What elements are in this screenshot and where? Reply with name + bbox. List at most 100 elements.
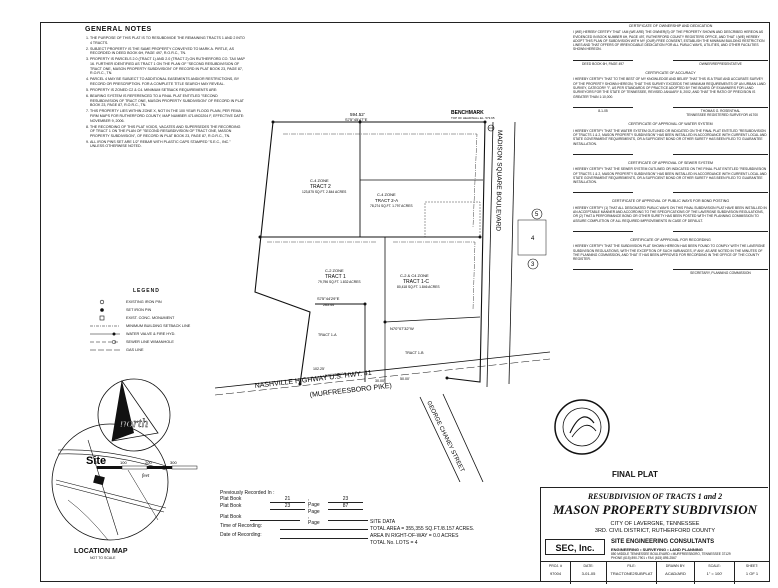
date-blank[interactable] — [280, 532, 368, 539]
final-plat-label: FINAL PLAT — [612, 470, 658, 479]
legend-label: SET IRON PIN — [126, 308, 152, 312]
water-line-icon — [90, 332, 120, 336]
general-note: PARCEL 4 MAY BE SUBJECT TO ADDITIONAL EA… — [90, 77, 245, 86]
file-label: FILE: — [627, 564, 636, 568]
dimension-bottom: 30.00' — [375, 379, 385, 383]
certificate-title: CERTIFICATE OF APPROVAL OF SEWER SYSTEM — [628, 160, 713, 165]
general-notes-title: GENERAL NOTES — [85, 26, 152, 33]
legend-row: MINIMUM BUILDING SETBACK LINE — [88, 322, 238, 330]
general-note: THIS PROPERTY LIES WITHIN ZONE X, NOT IN… — [90, 109, 245, 123]
scale-value: 1" = 100' — [706, 571, 723, 576]
legend-row: WATER VALVE & FIRE HYD. — [88, 330, 238, 338]
certificate-signature[interactable] — [673, 192, 768, 194]
set-iron-pin-icon — [100, 308, 104, 312]
certificate-signature[interactable]: OWNER/REPRESENTATIVE — [673, 59, 768, 66]
certificate-date[interactable]: 8-1-05 — [573, 106, 633, 113]
location-map-title: LOCATION MAP — [74, 548, 128, 555]
bearing-bottom: N72°49'29"W — [325, 372, 347, 378]
site-data-block: SITE DATA TOTAL AREA = 355,355 SQ.FT./8.… — [370, 519, 474, 547]
certificate-title: CERTIFICATE OF APPROVAL OF PUBLIC WAYS F… — [611, 199, 730, 204]
drawn-cell: DRAWN BY:ACAD/ARD — [657, 562, 695, 584]
certificate-signature-row — [573, 148, 768, 156]
gas-line-icon — [90, 349, 120, 351]
plat-book-blank[interactable] — [250, 514, 300, 521]
time-blank[interactable] — [280, 523, 368, 530]
title-line-3: CITY OF LAVERGNE, TENNESSEE — [610, 521, 700, 527]
certificate-signature-row: 8-1-05 THOMAS G. ROSENTHAL — [573, 101, 768, 113]
general-note: PROPERTY IS ZONED C2 & C4. MINIMUM SETBA… — [90, 88, 245, 93]
legend-label: WATER VALVE & FIRE HYD. — [126, 332, 176, 336]
scale-cell: SCALE:1" = 100' — [695, 562, 735, 584]
certificate-signature[interactable]: THOMAS G. ROSENTHAL — [673, 106, 768, 113]
plat-book-label: Plat Book — [220, 514, 242, 520]
drawn-value: ACAD/ARD — [665, 571, 686, 576]
general-notes-list: THE PURPOSE OF THIS PLAT IS TO RESUBDIVI… — [82, 36, 245, 151]
sheet-label: SHEET: — [745, 564, 759, 568]
sheet-cell: SHEET: 1 OF 1 — [735, 562, 769, 584]
certificate-title: CERTIFICATE OF ACCURACY — [645, 71, 696, 76]
sheet-value: 1 OF 1 — [745, 571, 759, 576]
certificate-date[interactable] — [573, 230, 633, 233]
certificate-signature[interactable]: SECRETARY, PLANNING COMMISSION — [673, 269, 768, 275]
prev-rec-row: Plat Book 21 , Page 23 — [220, 496, 363, 508]
tract-name: TRACT 1 — [325, 274, 346, 280]
certificate-date[interactable] — [573, 269, 633, 275]
bearing-inner: S75°44'29"E — [317, 296, 340, 301]
general-note: THE PURPOSE OF THIS PLAT IS TO RESUBDIVI… — [90, 36, 245, 45]
company-services: ENGINEERING • SURVEYING • LAND PLANNING — [611, 547, 703, 552]
site-data-row-area: AREA IN RIGHT-OF-WAY = 0.0 ACRES — [370, 533, 459, 539]
plat-book-row: Plat Book , Page — [220, 514, 368, 526]
certificate-signature-title: TENNESSEE REGISTERED SURVEYOR #1700 — [686, 113, 758, 118]
company-name: SITE ENGINEERING CONSULTANTS — [611, 539, 715, 545]
prev-rec-book: 21 — [270, 496, 305, 503]
prev-rec-page-label: , Page — [308, 503, 320, 515]
surveyor-seal-icon — [554, 399, 610, 455]
bearing-mid: N70°07'32"W — [390, 326, 414, 331]
tract-zone: C-2 & C4 ZONE — [400, 273, 429, 278]
time-label: Time of Recording: — [220, 523, 263, 529]
certificate-signature[interactable] — [673, 153, 768, 156]
certificate-signature[interactable] — [673, 230, 768, 233]
certificate-signature-row: DEED BOOK 6H, PAGE 497 OWNER/REPRESENTATI… — [573, 54, 768, 66]
certificate-date[interactable] — [573, 192, 633, 194]
prev-rec-label: Plat Book — [220, 503, 242, 509]
legend-label: MINIMUM BUILDING SETBACK LINE — [126, 324, 191, 328]
legend-row: SET IRON PIN — [88, 306, 238, 314]
prev-rec-page-label: , Page — [308, 496, 320, 508]
dimension-top: 594.52' — [350, 112, 365, 117]
tract-area: 123,875 SQ.FT. 2.844 ACRES — [302, 190, 347, 194]
legend-row: SEWER LINE W/MANHOLE — [88, 338, 238, 346]
legend-label: EXIST. CONC. MONUMENT — [126, 316, 175, 320]
general-note: SUBJECT PROPERTY IS THE SAME PROPERTY CO… — [90, 47, 245, 56]
certificate-date[interactable]: DEED BOOK 6H, PAGE 497 — [573, 59, 633, 66]
legend-label: EXISTING IRON PIN — [126, 300, 162, 304]
company-logo: SEC, Inc. — [545, 539, 605, 555]
dimension-inner: 265.44' — [323, 303, 335, 307]
certificate-body: I HEREBY CERTIFY THAT THE SUBDIVISION PL… — [573, 244, 765, 262]
proj-label: PROJ. # — [548, 564, 563, 568]
scale-tick: 100 — [120, 460, 127, 465]
plat-page-label: , Page — [308, 514, 320, 526]
scale-tick: 200 — [145, 460, 152, 465]
prev-rec-row: Plat Book 23 , Page 87 — [220, 503, 363, 515]
proj-cell: PROJ. #97004 — [541, 562, 571, 584]
site-data-lots: TOTAL No. LOTS = 4 — [370, 540, 418, 546]
prev-rec-page: 87 — [328, 503, 363, 510]
general-note: THE RECORDING OF THIS PLAT VOIDS, VACATE… — [90, 125, 245, 139]
lot-number: 4 — [531, 236, 535, 242]
certificate-date[interactable] — [573, 153, 633, 156]
prev-rec-label: Plat Book — [220, 496, 242, 502]
date-label: DATE: — [583, 564, 594, 568]
road-label-george-chaney: GEORGE CHANEY STREET — [425, 400, 465, 473]
certificate: CERTIFICATE OF APPROVAL OF PUBLIC WAYS F… — [573, 199, 768, 232]
certificate-title: CERTIFICATE OF APPROVAL FOR RECORDING — [630, 237, 711, 242]
title-line-4: 3RD. CIVIL DISTRICT, RUTHERFORD COUNTY — [594, 528, 716, 534]
prev-rec-heading: Previously Recorded In : — [220, 490, 275, 496]
plat-page-blank[interactable] — [328, 514, 368, 521]
certificate-body: I HEREBY CERTIFY THAT TO THE BEST OF MY … — [573, 77, 766, 99]
location-map-subtitle: NOT TO SCALE — [90, 556, 116, 560]
